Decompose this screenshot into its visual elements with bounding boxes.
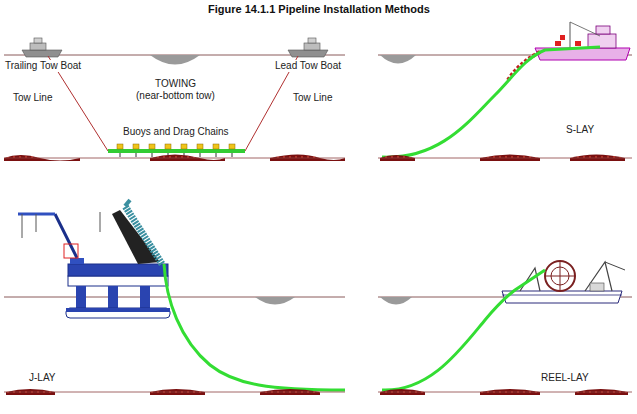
buoy [229,144,235,149]
seabed-line [4,158,345,159]
s-lay-panel [378,22,632,161]
part-label: Buoys and Drag Chains [122,126,230,138]
seabed-line [378,392,632,393]
buoy [181,144,187,149]
tow-line-label: Tow Line [292,92,333,104]
boat-label: Trailing Tow Boat [4,60,82,72]
method-note: (near-bottom tow) [135,90,216,102]
boat-label: Lead Tow Boat [274,60,342,72]
lead-tow-boat [288,38,328,57]
semi-submersible-vessel [18,200,170,318]
towing-panel [4,38,345,161]
s-lay-vessel [535,22,630,60]
water-mark [150,55,200,65]
water-mark [380,297,412,305]
seabed-line [378,158,632,159]
pipe-string [108,149,245,153]
pipe-string [164,264,345,390]
water-mark [255,297,295,305]
method-label: TOWING [154,78,197,90]
seabed-line [4,392,345,393]
buoy [117,144,123,149]
pipe-string [382,47,600,157]
drag-chain [216,153,217,157]
buoy [149,144,155,149]
tow-line-label: Tow Line [12,92,53,104]
buoy [213,144,219,149]
reel-lay-panel [378,261,632,395]
method-label: J-LAY [28,372,57,384]
drag-chain [120,153,121,157]
drag-chain [232,153,233,157]
pipe-string [382,270,545,390]
water-mark [380,55,416,64]
reel-lay-vessel [502,261,625,303]
method-label: REEL-LAY [540,372,590,384]
buoy [197,144,203,149]
buoy [165,144,171,149]
j-lay-panel [4,200,345,395]
method-label: S-LAY [565,124,595,136]
figure-title: Figure 14.1.1 Pipeline Installation Meth… [208,3,430,16]
buoy [133,144,139,149]
drag-chain [152,153,153,157]
trailing-tow-boat [22,38,62,57]
drag-chain [136,153,137,157]
drag-chain [200,153,201,157]
